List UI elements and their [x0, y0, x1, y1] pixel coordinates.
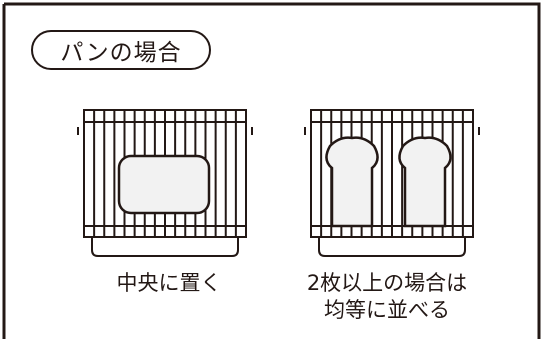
frame-border	[4, 2, 541, 339]
caption-multiple: 2枚以上の場合は 均等に並べる	[282, 270, 492, 324]
section-label: パンの場合	[31, 30, 211, 70]
caption-center-text: 中央に置く	[116, 271, 222, 295]
caption-multiple-line2: 均等に並べる	[324, 298, 450, 322]
caption-multiple-line1: 2枚以上の場合は	[306, 271, 468, 295]
bread-slice-right	[398, 136, 452, 228]
caption-center: 中央に置く	[84, 270, 254, 297]
bread-slice-center	[117, 154, 211, 215]
bread-slice-left	[325, 136, 379, 228]
